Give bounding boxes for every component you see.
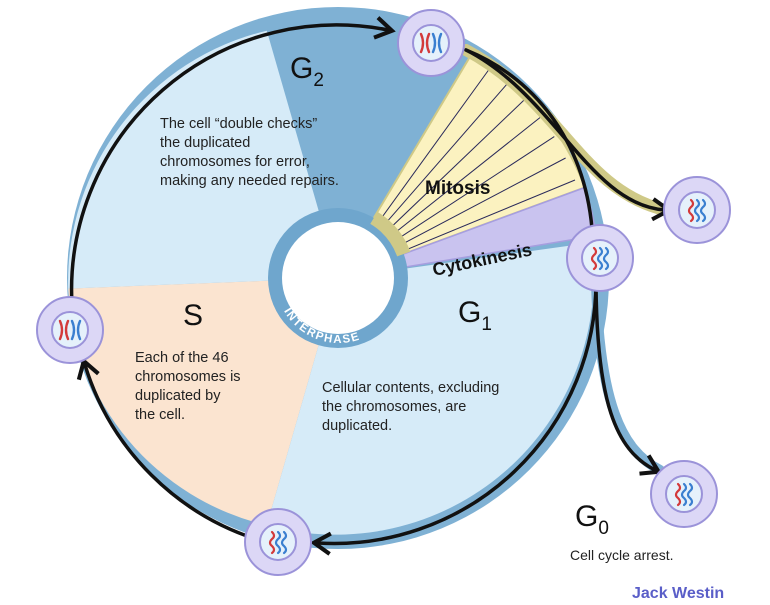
- s-wedge: [68, 278, 338, 526]
- inner-ring-mitosis-segment: [370, 211, 411, 257]
- chromosomes-icon: [687, 198, 707, 223]
- brand-label: Jack Westin: [632, 585, 724, 602]
- arrow-to-g0: [594, 283, 663, 476]
- chromosomes-icon: [419, 32, 443, 54]
- cell-nucleus: [51, 311, 89, 349]
- inner-hole: [282, 222, 394, 334]
- chromosomes-icon: [674, 482, 694, 507]
- chromosomes-icon: [268, 530, 288, 555]
- cell-top: [397, 9, 465, 77]
- g2-label: G2: [290, 52, 324, 91]
- cell-bottom: [244, 508, 312, 576]
- s-label: S: [183, 299, 203, 332]
- cell-left: [36, 296, 104, 364]
- g2-wedge: [68, 30, 339, 289]
- arrow-cycle-to-g1: [310, 278, 598, 556]
- cell-g0: [650, 460, 718, 528]
- arrow-s-to-g2: [69, 16, 396, 307]
- cell-nucleus: [678, 191, 716, 229]
- g1-description: Cellular contents, excluding the chromos…: [322, 380, 503, 434]
- cells-layer: [36, 9, 731, 576]
- cell-cytokinesis: [566, 224, 634, 292]
- cell-nucleus: [581, 239, 619, 277]
- g2-description: The cell “double checks” the duplicated …: [160, 116, 339, 189]
- cell-nucleus: [259, 523, 297, 561]
- phase-wedges: [68, 30, 597, 535]
- arrow-g1-to-s: [76, 357, 264, 543]
- cell-daughter: [663, 176, 731, 244]
- g0-description: Cell cycle arrest.: [570, 547, 673, 563]
- cycle-arrows: [69, 16, 673, 556]
- chromosomes-icon: [590, 246, 610, 271]
- g0-label: G0: [575, 500, 609, 539]
- g1-label: G1: [458, 296, 492, 335]
- cell-nucleus: [412, 24, 450, 62]
- cell-nucleus: [665, 475, 703, 513]
- chromosomes-icon: [58, 319, 82, 341]
- mitosis-label: Mitosis: [425, 178, 490, 199]
- arrow-mitosis-to-daughter: [464, 48, 673, 222]
- s-description: Each of the 46 chromosomes is duplicated…: [135, 350, 245, 423]
- arrow-mitosis-to-cytokinesis: [464, 48, 605, 253]
